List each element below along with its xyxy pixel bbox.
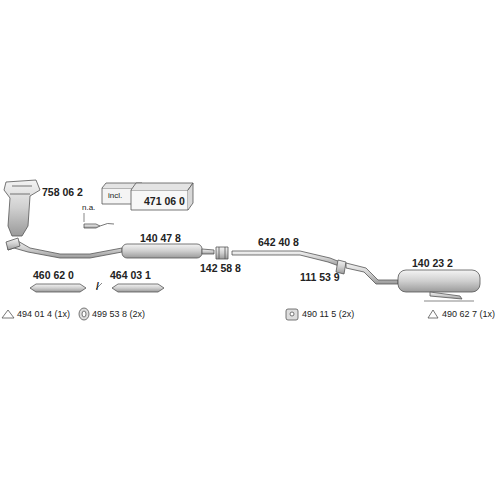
kit-note: incl. [108, 192, 122, 200]
part-number: 111 53 9 [300, 272, 340, 283]
part-number: 142 58 8 [200, 263, 241, 274]
part-number: 460 62 0 [33, 270, 74, 281]
part-quantity: 490 62 7 (1x) [442, 310, 495, 319]
part-number: 471 06 0 [144, 196, 185, 207]
part-number: 758 06 2 [42, 187, 83, 198]
part-quantity: 494 01 4 (1x) [17, 310, 70, 319]
availability-note: n.a. [82, 204, 95, 212]
part-number: 464 03 1 [110, 270, 151, 281]
part-quantity: 499 53 8 (2x) [92, 310, 145, 319]
part-number: 140 47 8 [140, 233, 181, 244]
part-number: 140 23 2 [412, 258, 453, 269]
separator: / [96, 281, 99, 292]
part-quantity: 490 11 5 (2x) [302, 310, 354, 319]
part-number: 642 40 8 [258, 237, 299, 248]
